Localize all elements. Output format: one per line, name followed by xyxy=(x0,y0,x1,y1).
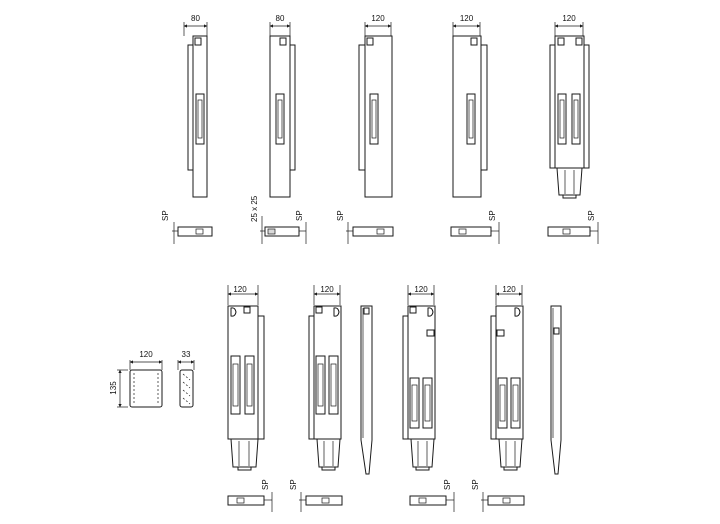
element-1-sp-label: SP xyxy=(161,210,170,221)
element-5-elevation: 120 xyxy=(549,14,590,199)
element-5-plan: SP xyxy=(547,210,599,244)
element-9-sp-label: SP xyxy=(471,479,480,490)
element-9-side-profile xyxy=(550,305,562,475)
element-2-plan: SP 25 x 25 xyxy=(250,195,307,244)
element-9-width-label: 120 xyxy=(502,285,516,294)
pad-height-label: 135 xyxy=(109,381,118,395)
element-6-width-label: 120 xyxy=(233,285,247,294)
element-4-sp-label: SP xyxy=(488,210,497,221)
pad-width-label: 120 xyxy=(139,350,153,359)
element-3-sp-label: SP xyxy=(336,210,345,221)
element-8-elevation: 120 xyxy=(402,285,436,471)
element-5-width-label: 120 xyxy=(562,14,576,23)
element-7-side-profile xyxy=(360,305,373,475)
element-6-plan: SP xyxy=(227,479,273,512)
element-5-sp-label: SP xyxy=(587,210,596,221)
element-7-elevation: 120 xyxy=(308,285,342,471)
element-3-elevation: 120 xyxy=(358,14,393,198)
element-4-width-label: 120 xyxy=(460,14,474,23)
element-4-elevation: 120 xyxy=(452,14,488,198)
element-3-plan: SP xyxy=(336,210,394,244)
element-2-size-label: 25 x 25 xyxy=(250,195,259,222)
element-8-sp-label: SP xyxy=(443,479,452,490)
element-2-elevation: 80 xyxy=(269,14,296,198)
element-1-elevation: 80 xyxy=(183,14,208,198)
element-7-width-label: 120 xyxy=(320,285,334,294)
element-1-plan: SP xyxy=(161,210,213,244)
element-7-sp-label: SP xyxy=(289,479,298,490)
element-1-width-label: 80 xyxy=(191,14,200,23)
element-7-plan: SP xyxy=(289,479,343,512)
element-2-sp-label: SP xyxy=(295,210,304,221)
element-8-width-label: 120 xyxy=(414,285,428,294)
element-6-elevation: 120 xyxy=(227,285,265,471)
element-9-elevation: 120 xyxy=(490,285,524,471)
element-4-plan: SP xyxy=(450,210,500,244)
element-3-width-label: 120 xyxy=(371,14,385,23)
element-6-sp-label: SP xyxy=(261,479,270,490)
pad-depth-label: 33 xyxy=(182,350,191,359)
element-9-plan: SP xyxy=(471,479,525,512)
element-2-width-label: 80 xyxy=(276,14,285,23)
pad-detail: 120 135 33 xyxy=(109,350,195,408)
element-8-plan: SP xyxy=(409,479,455,512)
